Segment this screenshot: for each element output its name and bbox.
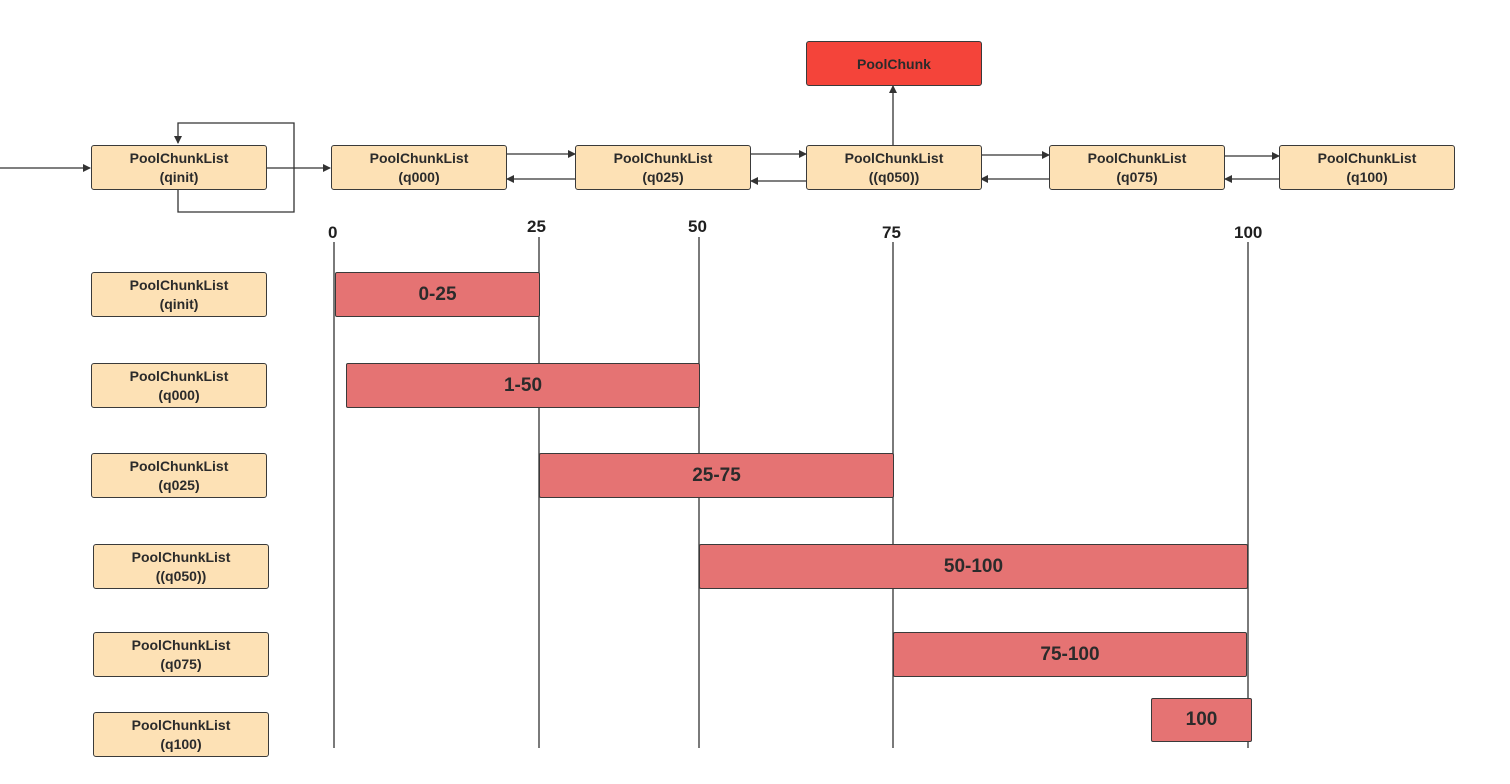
tick-label-75: 75 [882, 223, 901, 242]
flow-node-id: (q025) [642, 168, 684, 185]
range-bar-label: 1-50 [503, 374, 543, 396]
row-label-id: (q075) [160, 655, 202, 672]
qinit-loop-bottom [177, 168, 295, 213]
flow-node-q050: PoolChunkList ((q050)) [806, 145, 982, 190]
flow-node-qinit: PoolChunkList (qinit) [91, 145, 267, 190]
range-bar-label: 0-25 [418, 283, 457, 305]
row-label-q000: PoolChunkList (q000) [91, 363, 267, 408]
flow-node-id: ((q050)) [868, 168, 920, 185]
pool-chunk-label: PoolChunk [857, 55, 931, 72]
tick-label-25: 25 [527, 217, 546, 236]
row-label-title: PoolChunkList [129, 276, 229, 293]
flow-node-q025: PoolChunkList (q025) [575, 145, 751, 190]
row-label-q050: PoolChunkList ((q050)) [93, 544, 269, 589]
tick-label-100: 100 [1234, 223, 1263, 242]
range-bar-qinit: 0-25 [335, 272, 540, 317]
range-bar-q025: 25-75 [539, 453, 894, 498]
row-label-q075: PoolChunkList (q075) [93, 632, 269, 677]
flow-node-q000: PoolChunkList (q000) [331, 145, 507, 190]
flow-node-id: (q100) [1346, 168, 1388, 185]
range-bar-q100: 100 [1151, 698, 1252, 742]
pool-chunk-box: PoolChunk [806, 41, 982, 86]
row-label-id: ((q050)) [155, 567, 207, 584]
flow-node-id: (q075) [1116, 168, 1158, 185]
flow-node-id: (qinit) [159, 168, 199, 185]
row-label-q025: PoolChunkList (q025) [91, 453, 267, 498]
row-label-title: PoolChunkList [131, 636, 231, 653]
row-label-id: (q100) [160, 735, 202, 752]
range-bar-label: 100 [1185, 709, 1218, 730]
flow-node-q075: PoolChunkList (q075) [1049, 145, 1225, 190]
row-label-title: PoolChunkList [131, 716, 231, 733]
qinit-loop-top [174, 122, 295, 169]
range-bar-q075: 75-100 [893, 632, 1247, 677]
row-label-q100: PoolChunkList (q100) [93, 712, 269, 757]
range-bar-label: 75-100 [1040, 643, 1100, 665]
row-label-title: PoolChunkList [129, 457, 229, 474]
flow-node-title: PoolChunkList [613, 149, 713, 166]
range-bar-label: 50-100 [943, 555, 1004, 577]
flow-node-id: (q000) [398, 168, 440, 185]
row-label-title: PoolChunkList [131, 548, 231, 565]
row-label-qinit: PoolChunkList (qinit) [91, 272, 267, 317]
flow-node-title: PoolChunkList [129, 149, 229, 166]
row-label-id: (q000) [158, 386, 200, 403]
flow-node-title: PoolChunkList [1087, 149, 1187, 166]
row-label-id: (qinit) [159, 295, 199, 312]
flow-node-title: PoolChunkList [1317, 149, 1417, 166]
range-bar-q050: 50-100 [699, 544, 1248, 589]
row-label-title: PoolChunkList [129, 367, 229, 384]
tick-label-0: 0 [328, 223, 338, 242]
row-label-id: (q025) [158, 476, 200, 493]
flow-node-title: PoolChunkList [369, 149, 469, 166]
range-bar-q000: 1-50 [346, 363, 700, 408]
tick-label-50: 50 [688, 217, 707, 236]
flow-node-q100: PoolChunkList (q100) [1279, 145, 1455, 190]
flow-node-title: PoolChunkList [844, 149, 944, 166]
range-bar-label: 25-75 [692, 464, 741, 486]
